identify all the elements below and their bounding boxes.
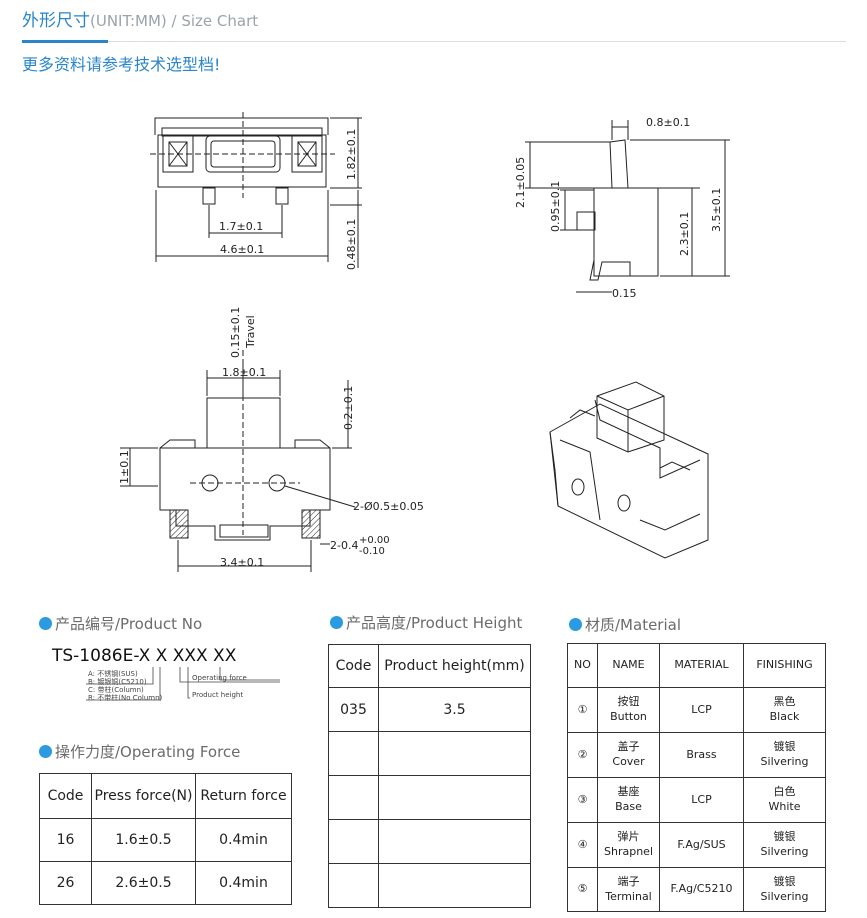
dim-pitch: 3.4±0.1 xyxy=(220,556,264,569)
isometric-view xyxy=(549,381,709,559)
header-accent-bar xyxy=(22,40,108,43)
code-legend-a-b: A: 不锈钢(SUS)B: 镀银铜(C5210) xyxy=(88,670,147,686)
dim-front-inner: 1.7±0.1 xyxy=(219,220,263,233)
dim-pad: 2-0.4 xyxy=(330,539,358,552)
bullet-icon xyxy=(39,745,52,758)
operating-force-heading: 操作力度/Operating Force xyxy=(39,741,240,762)
dim-left: 1±0.1 xyxy=(118,450,131,484)
dim-tol-minus: -0.10 xyxy=(359,546,385,557)
col-press-force: Press force(N) xyxy=(91,773,196,819)
title-rest: (UNIT:MM) / Size Chart xyxy=(90,12,259,30)
bullet-icon xyxy=(39,617,52,630)
table-row xyxy=(328,731,531,776)
product-no-heading: 产品编号/Product No xyxy=(39,613,202,634)
dim-travel-label: Travel xyxy=(244,315,257,349)
dimension-drawing: 1.7±0.1 4.6±0.1 1.82±0.1 0.48±0.1 0.8±0.… xyxy=(118,112,730,572)
dim-side-knob: 0.95±0.1 xyxy=(549,181,562,232)
code-legend-c-r: C: 带柱(Column)R: 不带柱(No Column) xyxy=(88,686,163,702)
operating-force-table: Code Press force(N) Return force 16 1.6±… xyxy=(39,773,292,905)
dim-front-body-height: 1.82±0.1 xyxy=(345,129,358,180)
table-header-row: NO NAME MATERIAL FINISHING xyxy=(567,643,826,688)
code-legend-leaders xyxy=(86,667,280,701)
col-product-height: Product height(mm) xyxy=(378,644,531,688)
bullet-icon xyxy=(330,616,343,629)
material-heading: 材质/Material xyxy=(569,614,681,635)
table-row: 16 1.6±0.5 0.4min xyxy=(39,818,292,862)
table-header-row: Code Product height(mm) xyxy=(328,644,531,688)
dim-holes: 2-Ø0.5±0.05 xyxy=(353,500,424,513)
dim-front-leg: 0.48±0.1 xyxy=(345,219,358,270)
table-row xyxy=(328,863,531,908)
title-cn: 外形尺寸 xyxy=(22,11,90,31)
dim-front-outer: 4.6±0.1 xyxy=(220,243,264,256)
dim-button-width: 1.8±0.1 xyxy=(222,366,266,379)
dim-side-top: 0.8±0.1 xyxy=(646,116,690,129)
top-view xyxy=(120,350,356,572)
bullet-icon xyxy=(569,618,582,631)
dim-tol-plus: +0.00 xyxy=(359,535,390,546)
dim-side-total: 3.5±0.1 xyxy=(710,188,723,232)
front-view xyxy=(150,112,362,268)
page-subtitle: 更多资料请参考技术选型档! xyxy=(22,55,221,74)
dim-travel: 0.15±0.1 xyxy=(229,307,242,358)
product-code: TS-1086E-X X XXX XX xyxy=(52,646,237,666)
page-title: 外形尺寸(UNIT:MM) / Size Chart xyxy=(22,6,258,31)
side-view xyxy=(525,120,730,293)
header-divider xyxy=(22,40,846,43)
col-code: Code xyxy=(328,644,379,688)
dim-side-body: 2.3±0.1 xyxy=(678,212,691,256)
table-row xyxy=(328,819,531,864)
product-height-heading: 产品高度/Product Height xyxy=(330,612,522,633)
dim-side-button: 2.1±0.05 xyxy=(514,157,527,208)
table-header-row: Code Press force(N) Return force xyxy=(39,773,292,819)
code-legend-operating: Operating force xyxy=(192,674,247,682)
table-row: 26 2.6±0.5 0.4min xyxy=(39,861,292,905)
table-row xyxy=(328,775,531,820)
col-code: Code xyxy=(39,773,92,819)
code-legend-height: Product height xyxy=(192,691,244,699)
dim-side-sheet: 0.15 xyxy=(612,287,637,300)
dim-side-gap: 0.2±0.1 xyxy=(342,386,355,430)
col-return-force: Return force xyxy=(195,773,292,819)
